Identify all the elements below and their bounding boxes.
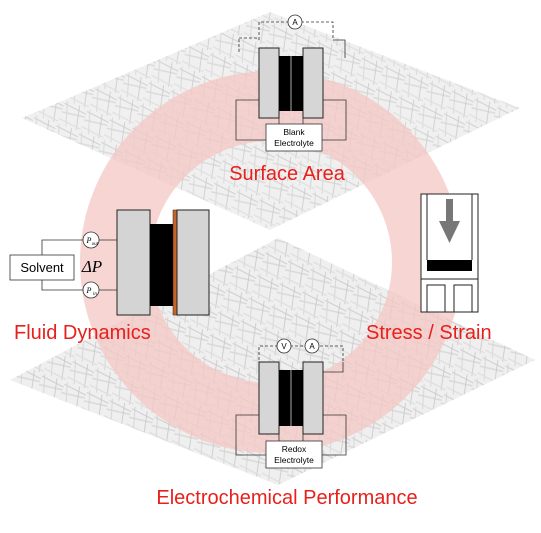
solvent-box	[9, 254, 75, 281]
top-electrochemical-cell: A Blank Electrolyte	[235, 14, 347, 152]
bottom-ammeter-symbol: A	[309, 342, 315, 351]
top-cell-electrode-left	[279, 56, 290, 111]
p-out-subscript: out	[92, 242, 99, 247]
compression-rig	[420, 193, 479, 313]
bottom-cell-plate-right	[302, 361, 324, 435]
top-ammeter	[287, 14, 303, 30]
bottom-cell-plate-left	[258, 361, 280, 435]
p-in-subscript: in	[93, 292, 97, 297]
top-electrolyte-line1: Blank	[283, 127, 305, 137]
top-cell-plate-left	[258, 47, 280, 119]
bottom-electrolyte-box	[265, 440, 323, 469]
rig-support-left	[426, 284, 446, 313]
bottom-voltmeter	[276, 338, 292, 354]
electrochemical-performance-label: Electrochemical Performance	[156, 487, 417, 509]
fluid-cell-membrane	[172, 209, 178, 316]
stress-strain-label: Stress / Strain	[366, 322, 492, 344]
bottom-voltmeter-symbol: V	[281, 342, 287, 351]
top-electrolyte-box	[265, 123, 323, 152]
pressure-in-gauge	[82, 281, 100, 299]
bottom-electrochemical-cell: V A Redox Electrolyte	[235, 338, 347, 469]
p-in-symbol: P	[86, 286, 92, 295]
fluid-dynamics-label: Fluid Dynamics	[14, 322, 151, 344]
sample-layer	[427, 260, 472, 271]
fluid-cell-plate-left	[116, 209, 151, 316]
fluid-flow-cell: Solvent P out P in ΔP	[9, 209, 210, 316]
solvent-label: Solvent	[20, 260, 64, 275]
bottom-cell-electrode-right	[292, 370, 303, 426]
bottom-electrolyte-line1: Redox	[282, 444, 307, 454]
top-electrolyte-line2: Electrolyte	[274, 138, 314, 148]
fluid-cell-plate-right	[176, 209, 210, 316]
surface-area-label: Surface Area	[229, 163, 346, 185]
p-out-symbol: P	[86, 236, 92, 245]
bottom-ammeter	[304, 338, 320, 354]
rig-support-right	[453, 284, 473, 313]
top-ammeter-symbol: A	[292, 18, 298, 27]
bottom-cell-electrode-left	[279, 370, 290, 426]
delta-p-label: ΔP	[81, 257, 102, 276]
top-cell-electrode-right	[292, 56, 303, 111]
compression-arrow-shaft	[446, 199, 453, 222]
compression-arrow-icon	[439, 221, 460, 243]
fluid-cell-electrode	[150, 224, 173, 306]
pressure-out-gauge	[82, 231, 100, 249]
top-cell-plate-right	[302, 47, 324, 119]
bottom-electrolyte-line2: Electrolyte	[274, 455, 314, 465]
